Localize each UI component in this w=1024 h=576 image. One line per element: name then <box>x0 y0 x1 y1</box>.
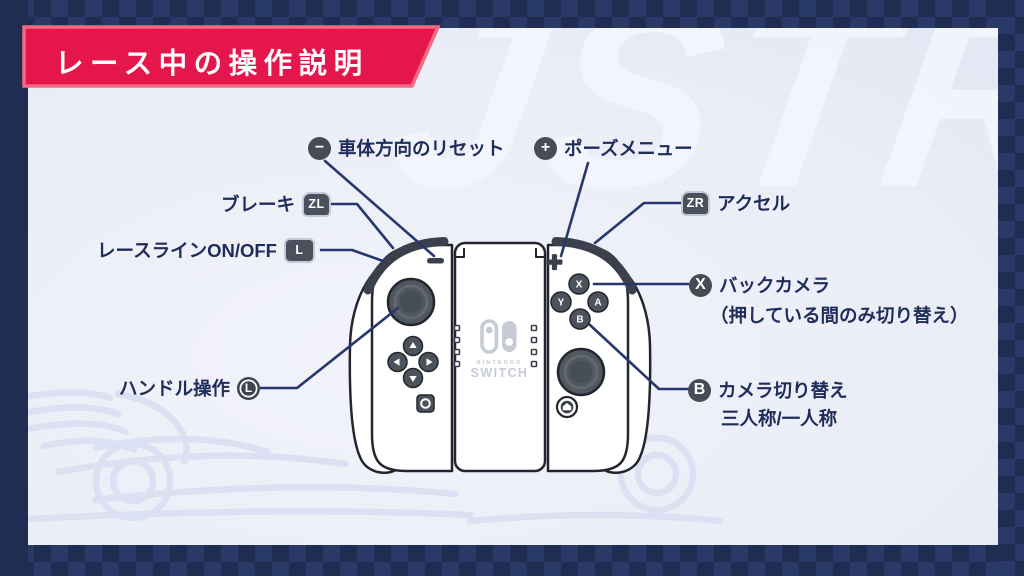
center-notch-right <box>535 248 545 258</box>
zl-button-badge: ZL <box>302 191 332 217</box>
center-notch-left <box>455 248 465 258</box>
label-raceline: レースラインON/OFF L <box>97 237 315 263</box>
minus-button-badge: − <box>308 136 331 160</box>
b-button-label: B <box>576 315 583 326</box>
pointer-reset <box>323 159 436 258</box>
minus-button <box>427 258 444 264</box>
right-shoulder-bumper <box>551 237 637 295</box>
label-backcamera-sub: （押している間のみ切り替え） <box>710 305 969 326</box>
x-button-label: X <box>576 280 583 291</box>
label-camera-switch-text: カメラ切り替え <box>718 380 848 401</box>
a-button <box>587 291 609 313</box>
label-camera-switch-sub: 三人称/一人称 <box>721 408 838 429</box>
frame-right <box>998 0 1024 576</box>
label-accel: ZR アクセル <box>681 190 790 216</box>
right-stick <box>556 347 606 397</box>
dpad-buttons <box>387 335 439 389</box>
zr-button-badge: ZR <box>681 190 710 216</box>
b-button <box>569 308 591 330</box>
label-brake: ブレーキ ZL <box>221 191 332 217</box>
left-stick <box>386 277 436 327</box>
label-body-reset: − 車体方向のリセット <box>308 135 505 161</box>
y-button <box>550 291 572 313</box>
brand-switch: SWITCH <box>471 366 529 380</box>
label-brake-text: ブレーキ <box>221 194 296 215</box>
home-button <box>555 395 579 419</box>
label-pause-menu-text: ポーズメニュー <box>564 138 693 159</box>
pointer-raceline <box>319 248 385 263</box>
left-shoulder-bumper <box>363 237 449 295</box>
nintendo-switch-logo: NINTENDO SWITCH <box>471 319 529 380</box>
frame-bottom <box>0 545 1024 576</box>
joycon-grip-controller: NINTENDO SWITCH <box>348 237 652 474</box>
plus-button <box>546 254 563 271</box>
label-backcamera: X バックカメラ <box>689 272 830 298</box>
label-backcamera-text: バックカメラ <box>719 275 831 296</box>
brand-nintendo: NINTENDO <box>476 360 522 366</box>
x-button <box>568 273 590 295</box>
b-button-badge: B <box>688 378 711 402</box>
label-raceline-text: レースラインON/OFF <box>97 240 277 261</box>
race-car-watermark <box>23 389 724 525</box>
pointer-accel <box>593 201 689 245</box>
rail-pins <box>453 324 538 368</box>
a-button-label: A <box>594 298 601 309</box>
label-camera-switch: B カメラ切り替え <box>688 377 848 403</box>
page-title: レース中の操作説明 <box>55 48 369 80</box>
pointer-lines <box>256 159 690 391</box>
pointer-brake <box>321 202 395 250</box>
pointer-camera <box>588 323 690 391</box>
pointer-pause <box>559 161 590 258</box>
frame-left <box>0 0 28 576</box>
pointer-handle <box>256 306 400 390</box>
frame-top <box>0 0 1024 28</box>
x-button-badge: X <box>689 273 712 297</box>
label-pause-menu: + ポーズメニュー <box>534 135 693 161</box>
title-banner <box>22 25 441 88</box>
l-button-badge: L <box>283 237 315 263</box>
label-accel-text: アクセル <box>717 193 791 214</box>
label-handle-text: ハンドル操作 <box>119 378 231 399</box>
capture-button <box>416 394 435 413</box>
face-buttons: X Y A B <box>550 273 609 330</box>
label-handle: ハンドル操作 L <box>119 375 261 401</box>
l-stick-badge: L <box>237 376 261 400</box>
y-button-label: Y <box>558 298 565 309</box>
label-body-reset-text: 車体方向のリセット <box>338 138 505 159</box>
center-grip-body <box>453 241 547 473</box>
plus-button-badge: + <box>534 136 557 160</box>
